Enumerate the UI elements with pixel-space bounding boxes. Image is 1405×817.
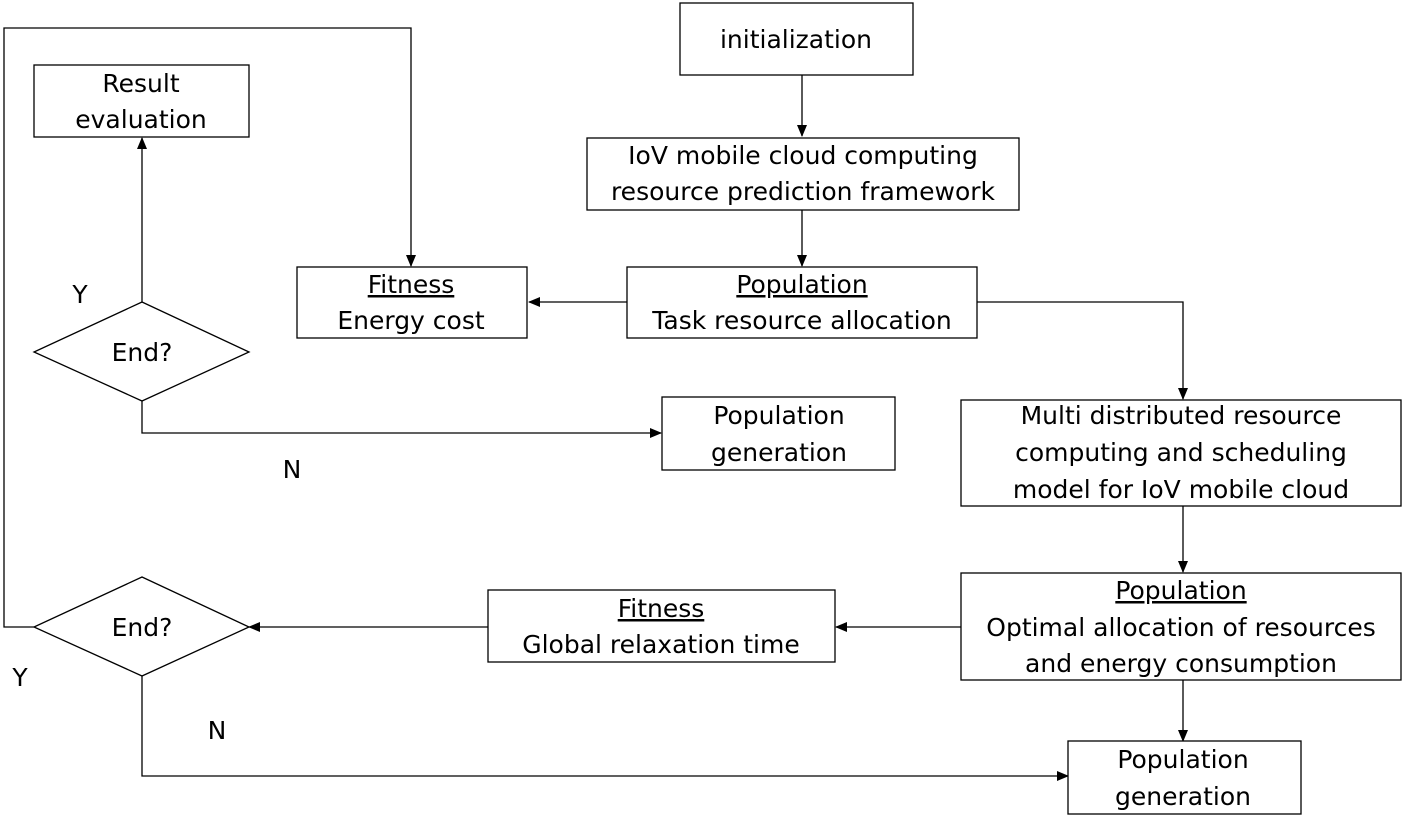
population1-title: Population	[736, 270, 867, 299]
model-line1: Multi distributed resource	[1021, 401, 1342, 430]
popgen1-line2: generation	[711, 438, 847, 467]
population2-line1: Optimal allocation of resources	[986, 613, 1375, 642]
node-fitness1: Fitness Energy cost	[296, 266, 528, 339]
node-result: Result evaluation	[33, 64, 250, 138]
model-line2: computing and scheduling	[1015, 438, 1347, 467]
node-population1: Population Task resource allocation	[626, 266, 978, 339]
fitness2-line1: Global relaxation time	[522, 630, 800, 659]
node-popgen2: Population generation	[1067, 740, 1302, 815]
node-fitness2: Fitness Global relaxation time	[487, 589, 836, 663]
fitness1-title: Fitness	[368, 270, 455, 299]
node-framework: IoV mobile cloud computing resource pred…	[586, 137, 1020, 211]
node-decision1: End?	[32, 301, 251, 402]
initialization-label: initialization	[720, 25, 872, 54]
framework-line1: IoV mobile cloud computing	[628, 141, 978, 170]
model-line3: model for IoV mobile cloud	[1013, 475, 1349, 504]
result-line1: Result	[102, 69, 179, 98]
population2-title: Population	[1115, 576, 1246, 605]
population1-line1: Task resource allocation	[651, 306, 951, 335]
label-yes-2: Y	[11, 663, 28, 692]
result-line2: evaluation	[75, 105, 207, 134]
connectors	[3, 27, 1188, 781]
label-yes-1: Y	[71, 280, 88, 309]
framework-line2: resource prediction framework	[611, 177, 996, 206]
arrow-decision2-to-popgen2	[141, 676, 1069, 781]
node-popgen1: Population generation	[661, 396, 896, 471]
popgen2-line2: generation	[1115, 782, 1251, 811]
label-no-2: N	[208, 716, 227, 745]
popgen1-line1: Population	[713, 401, 844, 430]
arrow-population1-to-model	[977, 301, 1188, 400]
node-decision2: End?	[32, 576, 251, 677]
fitness1-line1: Energy cost	[337, 306, 485, 335]
population2-line2: and energy consumption	[1025, 649, 1337, 678]
fitness2-title: Fitness	[618, 594, 705, 623]
node-population2: Population Optimal allocation of resourc…	[960, 572, 1402, 681]
node-initialization: initialization	[679, 2, 914, 76]
popgen2-line1: Population	[1117, 745, 1248, 774]
decision1-label: End?	[112, 338, 173, 367]
node-model: Multi distributed resource computing and…	[960, 399, 1402, 507]
arrow-decision2-loop-to-fitness1	[3, 27, 416, 628]
label-no-1: N	[283, 455, 302, 484]
arrow-decision1-to-popgen1	[141, 401, 662, 438]
decision2-label: End?	[112, 613, 173, 642]
